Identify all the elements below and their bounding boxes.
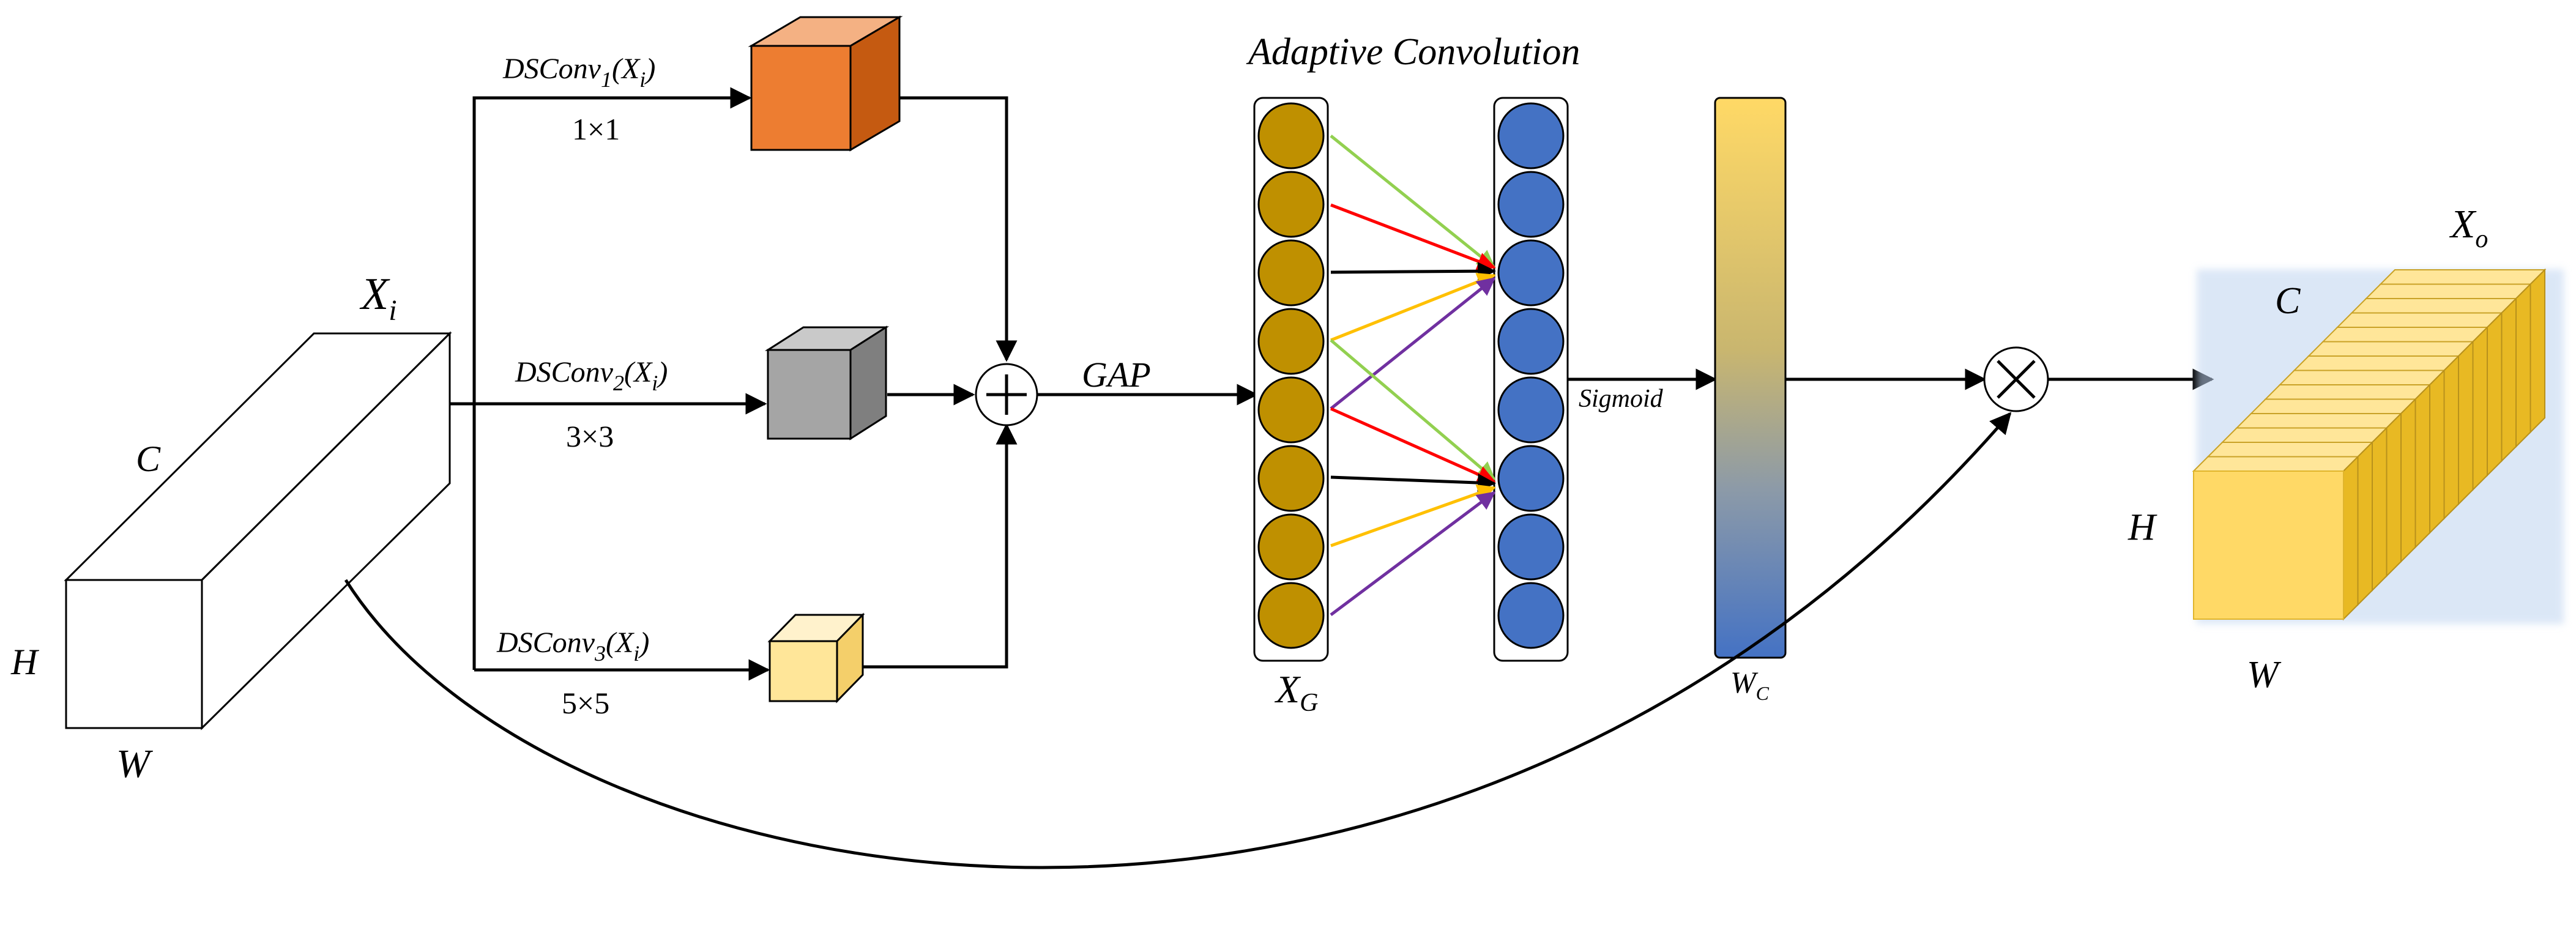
input-tensor <box>64 331 452 730</box>
output-layer-side-13 <box>2515 283 2531 448</box>
conv-node-5 <box>1497 376 1565 444</box>
connection-purple-1 <box>1330 277 1496 410</box>
output-layer-top-11 <box>2336 312 2503 328</box>
branch-3-kernel-label: 5×5 <box>562 686 609 720</box>
output-layer-top-14 <box>2379 269 2547 285</box>
connection-yellow-1 <box>1330 273 1496 342</box>
gap-node-5 <box>1257 376 1325 444</box>
input-channel-label: C <box>136 439 161 479</box>
connection-yellow-2 <box>1330 484 1496 548</box>
connection-purple-2 <box>1330 491 1496 617</box>
output-layer-side-4 <box>2386 412 2402 578</box>
output-layer-top-9 <box>2307 341 2474 357</box>
connection-green-2 <box>1330 339 1496 480</box>
gap-node-7 <box>1257 513 1325 581</box>
output-layer-side-8 <box>2443 354 2459 520</box>
channel-weight-label: WC <box>1730 665 1770 704</box>
multiply-operator <box>1983 346 2049 412</box>
gap-node-1 <box>1257 102 1325 169</box>
output-layer-side-9 <box>2458 340 2474 506</box>
output-layer-top-10 <box>2321 327 2489 343</box>
branch-1-cube <box>748 15 903 152</box>
connection-black-2 <box>1330 473 1496 492</box>
output-layer-side-10 <box>2472 325 2488 491</box>
conv-node-1 <box>1497 102 1565 169</box>
output-layer-side-12 <box>2501 297 2517 463</box>
output-layer-side-7 <box>2429 369 2445 535</box>
output-layer-top-2 <box>2206 442 2374 458</box>
adaptive-convolution-title: Adaptive Convolution <box>1246 31 1580 73</box>
output-layer-top-6 <box>2264 384 2432 400</box>
gap-vector-label: XG <box>1274 667 1318 717</box>
output-layer-top-5 <box>2249 398 2417 414</box>
input-tensor-label: Xi <box>359 269 397 327</box>
conv-node-4 <box>1497 308 1565 375</box>
output-layer-side-5 <box>2400 398 2416 563</box>
gap-label: GAP <box>1082 355 1151 395</box>
connection-red-2 <box>1330 407 1496 483</box>
input-height-label: H <box>10 642 40 682</box>
output-layer-side-6 <box>2414 383 2430 549</box>
branch-1-op-label: DSConv1(Xi) <box>502 53 655 92</box>
input-width-label: W <box>116 741 153 786</box>
gap-node-2 <box>1257 171 1325 238</box>
channel-weight-bar <box>1714 97 1787 659</box>
output-layer-side-3 <box>2372 426 2388 592</box>
output-layer-side-2 <box>2357 440 2373 606</box>
connection-green-1 <box>1330 135 1496 269</box>
output-layer-top-7 <box>2278 370 2446 385</box>
output-tensor-label: Xo <box>2449 202 2488 253</box>
conv-node-3 <box>1497 239 1565 307</box>
output-tensor <box>2192 268 2564 624</box>
gap-node-8 <box>1257 582 1325 649</box>
connection-red-1 <box>1330 203 1496 270</box>
output-layer-side-1 <box>2343 455 2359 621</box>
conv-node-6 <box>1497 445 1565 512</box>
gap-vector-nodes <box>1257 102 1325 649</box>
gap-node-4 <box>1257 308 1325 375</box>
sum-operator <box>975 363 1038 426</box>
conv-vector-nodes <box>1497 102 1565 649</box>
output-layer-top-12 <box>2350 298 2518 314</box>
conv-node-2 <box>1497 171 1565 238</box>
conv-node-7 <box>1497 513 1565 581</box>
branch-2-op-label: DSConv2(Xi) <box>515 356 668 395</box>
output-channel-label: C <box>2275 280 2301 322</box>
output-layer-side-14 <box>2529 268 2545 434</box>
connection-black-1 <box>1330 262 1496 281</box>
gap-node-3 <box>1257 239 1325 307</box>
output-layer-top-3 <box>2220 427 2388 443</box>
sigmoid-label: Sigmoid <box>1579 385 1664 413</box>
skip-connection <box>344 412 2012 869</box>
output-layer-top-13 <box>2364 283 2532 299</box>
branch-3-op-label: DSConv3(Xi) <box>496 626 649 666</box>
output-layer-top-8 <box>2293 355 2460 371</box>
branch-2-kernel-label: 3×3 <box>566 419 614 453</box>
adaptive-connections <box>1330 135 1496 617</box>
conv-node-8 <box>1497 582 1565 649</box>
output-layer-front-1 <box>2193 470 2344 620</box>
output-width-label: W <box>2247 654 2282 696</box>
output-layer-top-4 <box>2235 413 2403 429</box>
output-height-label: H <box>2127 507 2157 548</box>
output-layer-top-1 <box>2192 456 2359 472</box>
output-layer-side-11 <box>2487 311 2503 477</box>
branch-3-cube <box>767 612 865 704</box>
branch-1-kernel-label: 1×1 <box>572 112 620 146</box>
branch-2-cube <box>764 325 890 440</box>
gap-node-6 <box>1257 445 1325 512</box>
branch-connectors <box>450 87 1018 681</box>
